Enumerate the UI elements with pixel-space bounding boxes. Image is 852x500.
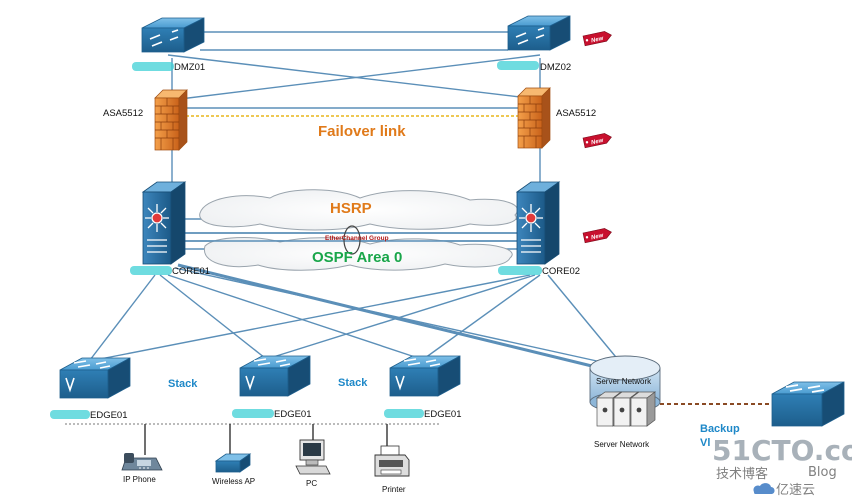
failover-link-label: Failover link <box>318 123 406 140</box>
edge01-a-label: EDGE01 <box>90 410 128 421</box>
stack-bus <box>65 423 440 455</box>
etherchannel-label: EtherChannel Group <box>325 235 389 242</box>
redacted-label <box>498 266 542 275</box>
watermark-logo: 51CTO.com <box>712 434 852 467</box>
backup-vlan-label: Vl <box>700 437 710 449</box>
ospf-cloud <box>204 236 513 271</box>
dmz02-label: DMZ02 <box>540 62 571 73</box>
printer-label: Printer <box>382 485 406 494</box>
asa-right-firewall <box>517 87 551 149</box>
dmz02-switch <box>507 15 571 51</box>
watermark-sub2: Blog <box>808 465 837 480</box>
core-router-icon <box>519 204 543 253</box>
switch-arrows-icon <box>785 384 825 393</box>
backup-switch <box>771 381 845 427</box>
edge01-c-label: EDGE01 <box>424 409 462 420</box>
printer-icon <box>374 445 410 477</box>
brick-pattern-icon <box>155 98 179 150</box>
edge01-a-switch <box>59 357 131 399</box>
asa-left-firewall <box>154 89 188 151</box>
asa-right-label: ASA5512 <box>556 108 596 119</box>
svg-text:New: New <box>591 36 605 45</box>
server-network-inner-label: Server Network <box>596 377 652 386</box>
watermark-sub1: 技术博客 <box>716 466 768 482</box>
redacted-label <box>232 409 274 418</box>
backup-label: Backup <box>700 423 740 435</box>
redacted-label <box>384 409 424 418</box>
server-network-caption: Server Network <box>594 440 650 449</box>
pc-label: PC <box>306 479 317 488</box>
core01-label: CORE01 <box>172 266 210 277</box>
cloud-logo-icon <box>753 483 775 494</box>
core02-switch <box>515 181 561 265</box>
server-rack-icon <box>595 391 657 427</box>
watermark: 51CTO.com 技术博客 Blog 亿速云 <box>712 434 852 498</box>
etherchannel-ring <box>343 225 361 255</box>
wireless-ap-icon <box>214 453 252 473</box>
core-router-icon <box>145 204 169 253</box>
redacted-label <box>130 266 172 275</box>
switch-arrows-icon <box>515 27 545 45</box>
core-interconnect <box>180 232 520 242</box>
dmz01-switch <box>141 17 205 53</box>
switch-arrows-icon <box>395 358 441 391</box>
ip-phone-label: IP Phone <box>123 475 156 484</box>
core02-label: CORE02 <box>542 266 580 277</box>
redacted-label <box>50 410 90 419</box>
wireless-ap-label: Wireless AP <box>212 477 255 486</box>
redacted-label <box>497 61 539 70</box>
new-badge: New <box>582 31 612 47</box>
stack-label-1: Stack <box>168 378 198 390</box>
svg-text:New: New <box>591 233 605 242</box>
edge01-b-label: EDGE01 <box>274 409 312 420</box>
pc-icon <box>295 439 331 475</box>
hsrp-label: HSRP <box>330 200 372 217</box>
switch-arrows-icon <box>149 29 179 47</box>
ospf-label: OSPF Area 0 <box>312 249 402 266</box>
switch-arrows-icon <box>245 358 291 391</box>
edge01-c-switch <box>389 355 461 397</box>
brick-pattern-icon <box>518 96 542 148</box>
new-badge: New <box>582 133 612 149</box>
watermark-corner: 亿速云 <box>776 483 815 498</box>
dmz01-label: DMZ01 <box>174 62 205 73</box>
hsrp-cloud <box>199 189 518 231</box>
stack-label-2: Stack <box>338 377 368 389</box>
redacted-label <box>132 62 174 71</box>
svg-text:New: New <box>591 138 605 147</box>
edge01-b-switch <box>239 355 311 397</box>
core01-switch <box>141 181 187 265</box>
switch-arrows-icon <box>65 360 111 393</box>
asa-left-label: ASA5512 <box>103 108 143 119</box>
new-badge: New <box>582 228 612 244</box>
ip-phone-icon <box>121 453 163 471</box>
